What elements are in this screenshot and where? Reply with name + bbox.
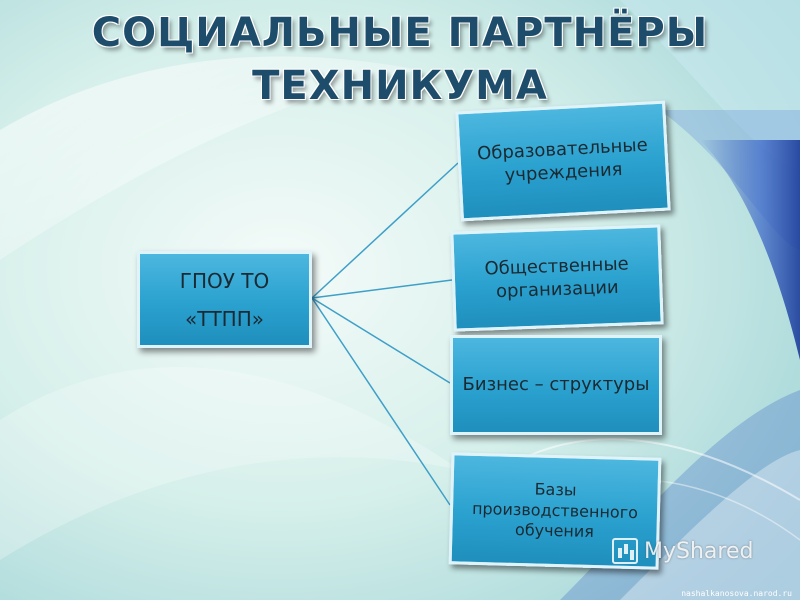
slide-title-line1: СОЦИАЛЬНЫЕ ПАРТНЁРЫ: [91, 10, 709, 56]
source-site-text: nashalkanosova.narod.ru: [681, 589, 792, 598]
partner-node-3: Бизнес – структуры: [450, 335, 662, 435]
slide-title-line2: ТЕХНИКУМА: [252, 63, 548, 109]
connector-line-2: [311, 279, 453, 299]
partner-node-3-line1: Бизнес – структуры: [462, 374, 650, 396]
connector-line-1: [311, 162, 459, 299]
partner-node-4-line3: обучения: [514, 520, 595, 542]
partner-node-4-line2: производственного: [471, 498, 639, 522]
center-node-line1: ГПОУ ТО: [179, 268, 270, 293]
watermark-brand: MyShared: [644, 538, 754, 564]
connector-line-3: [311, 297, 451, 384]
center-node-line2: «ТТПП»: [185, 306, 264, 331]
partner-node-4-line1: Базы: [534, 479, 577, 500]
partner-node-1: Образовательные учреждения: [455, 100, 671, 222]
partner-node-2-line2: организации: [495, 276, 620, 303]
partner-node-2: Общественные организации: [450, 224, 664, 332]
center-node: ГПОУ ТО «ТТПП»: [137, 251, 312, 348]
partner-node-1-line2: учреждения: [504, 158, 623, 187]
connector-line-4: [311, 297, 451, 506]
chart-logo-icon: [612, 538, 638, 564]
myshared-watermark: MyShared: [612, 538, 753, 564]
